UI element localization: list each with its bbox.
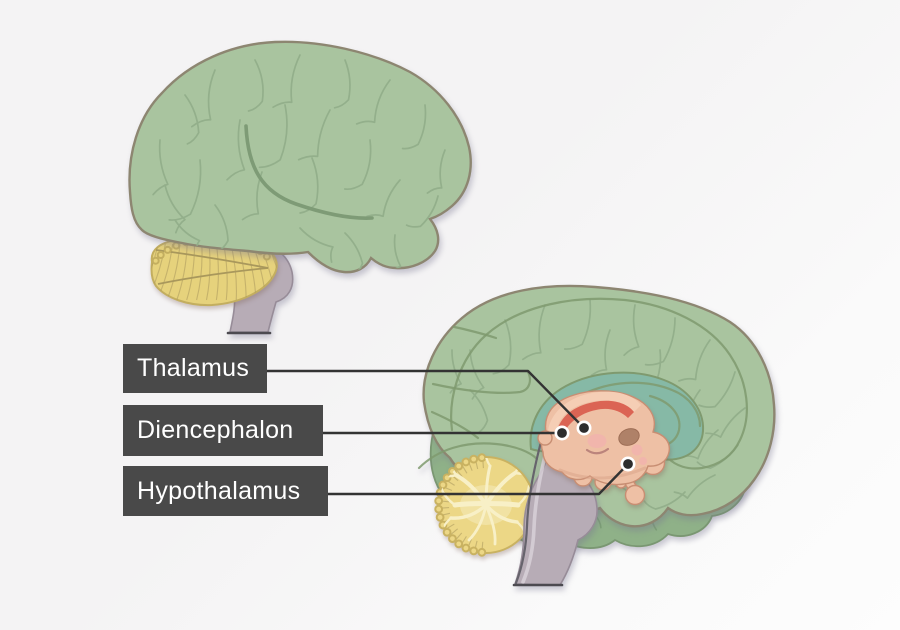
- anchor-dot-diencephalon: [554, 425, 570, 441]
- label-thalamus-text: Thalamus: [137, 354, 250, 382]
- cingulate-sulcus-hook: [431, 370, 531, 394]
- lateral-cerebrum: [128, 40, 472, 274]
- label-diencephalon: Diencephalon: [123, 405, 323, 456]
- label-thalamus: Thalamus: [123, 344, 267, 393]
- thalamus-red-band: [556, 400, 634, 438]
- leader-line-thalamus: [267, 369, 585, 429]
- label-hypothalamus-text: Hypothalamus: [137, 476, 301, 505]
- anchor-dot-thalamus: [576, 420, 592, 436]
- hypothalamic-sulcus: [585, 447, 610, 455]
- hypothalamus-shading: [558, 466, 647, 480]
- sagittal-brainstem: [512, 433, 598, 587]
- tentorium-line: [417, 442, 539, 470]
- lateral-sulcus-fissure: [244, 124, 374, 220]
- pineal-region-shading: [618, 428, 640, 446]
- diencephalon-structure: [537, 390, 671, 506]
- sagittal-brain-view: [417, 284, 776, 587]
- label-diencephalon-text: Diencephalon: [137, 416, 294, 444]
- label-hypothalamus: Hypothalamus: [123, 466, 328, 516]
- leader-line-hypothalamus: [328, 463, 629, 496]
- colliculus-blob: [639, 457, 647, 465]
- lateral-brain-view: [128, 40, 472, 335]
- annotation-layer: [267, 369, 636, 496]
- interthalamic-adhesion: [587, 434, 607, 448]
- subcallosal-line: [430, 410, 480, 440]
- colliculus-blob: [631, 444, 643, 456]
- lateral-cerebrum-sulci: [152, 54, 446, 273]
- anchor-dot-hypothalamus: [620, 456, 636, 472]
- pituitary-gland: [624, 484, 646, 506]
- sagittal-cerebellum: [434, 453, 535, 557]
- sagittal-cerebellum-folia-edge: [434, 453, 487, 557]
- anterior-commissure-nub: [537, 430, 553, 446]
